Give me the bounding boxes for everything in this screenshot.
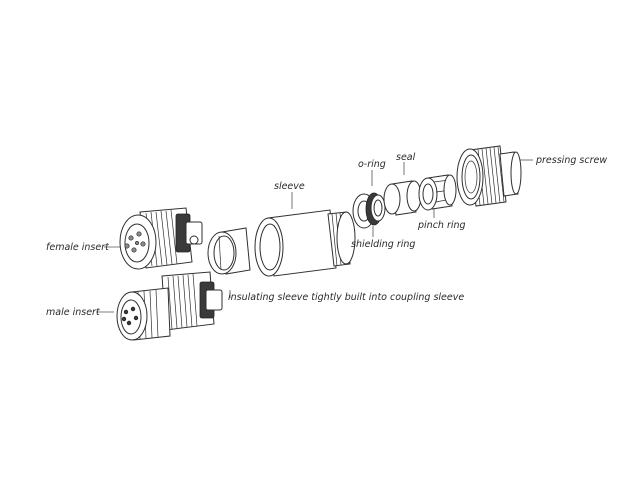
label-pressing-screw: pressing screw <box>536 155 608 166</box>
seal-part <box>383 180 422 216</box>
label-shielding-ring: shielding ring <box>351 239 416 250</box>
label-pinch-ring: pinch ring <box>418 220 466 231</box>
label-male-insert: male insert <box>46 307 100 318</box>
shielding-ring-part <box>352 192 386 229</box>
sleeve-part <box>254 209 356 277</box>
label-insulating-sleeve: insulating sleeve tightly built into cou… <box>228 292 465 303</box>
label-o-ring: o-ring <box>358 159 386 170</box>
female-insert-part <box>119 207 203 270</box>
label-female-insert: female insert <box>46 242 109 253</box>
male-insert-part <box>116 271 223 341</box>
label-sleeve: sleeve <box>274 181 305 192</box>
label-seal: seal <box>396 152 416 163</box>
pressing-screw-part <box>456 145 522 207</box>
insulating-sleeve-part <box>207 227 251 275</box>
pinch-ring-part <box>418 174 457 211</box>
leader-lines <box>96 159 533 313</box>
